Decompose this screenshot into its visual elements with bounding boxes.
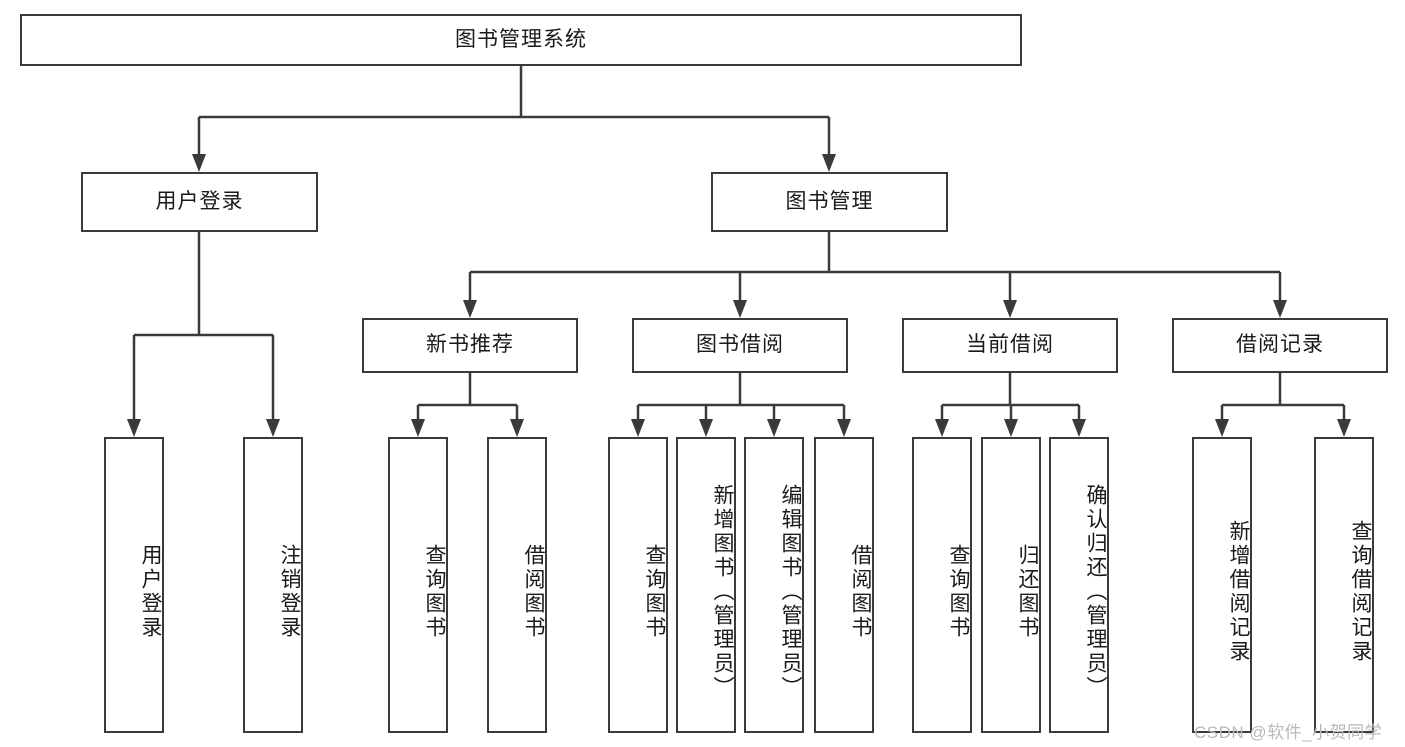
edge-arrow-2-0	[463, 300, 477, 318]
node-leaf-3[interactable]: 借阅图书	[487, 437, 547, 733]
edge-arrow-5-2	[1072, 419, 1086, 437]
edge-arrow-1-0	[127, 419, 141, 437]
edge-arrow-1-1	[266, 419, 280, 437]
edge-arrow-4-0	[631, 419, 645, 437]
node-label: 新增图书（管理员）	[711, 484, 734, 700]
node-label: 查询图书	[423, 544, 446, 640]
node-label: 编辑图书（管理员）	[779, 484, 802, 700]
node-level3-1[interactable]: 图书借阅	[632, 318, 848, 373]
node-level2-1[interactable]: 图书管理	[711, 172, 948, 232]
node-label: 新书推荐	[426, 333, 514, 357]
node-leaf-10[interactable]: 确认归还（管理员）	[1049, 437, 1109, 733]
edge-arrow-2-1	[733, 300, 747, 318]
node-label: 借阅图书	[522, 544, 545, 640]
node-label: 查询图书	[947, 544, 970, 640]
edge-arrow-2-3	[1273, 300, 1287, 318]
node-leaf-12[interactable]: 查询借阅记录	[1314, 437, 1374, 733]
node-leaf-11[interactable]: 新增借阅记录	[1192, 437, 1252, 733]
node-level3-3[interactable]: 借阅记录	[1172, 318, 1388, 373]
node-root[interactable]: 图书管理系统	[20, 14, 1022, 66]
node-label: 确认归还（管理员）	[1084, 484, 1107, 700]
edge-arrow-4-1	[699, 419, 713, 437]
edge-arrow-4-3	[837, 419, 851, 437]
node-leaf-6[interactable]: 编辑图书（管理员）	[744, 437, 804, 733]
node-level2-0[interactable]: 用户登录	[81, 172, 318, 232]
node-level3-0[interactable]: 新书推荐	[362, 318, 578, 373]
node-label: 注销登录	[278, 544, 301, 640]
node-leaf-0[interactable]: 用户登录	[104, 437, 164, 733]
edge-arrow-5-1	[1004, 419, 1018, 437]
edge-arrow-2-2	[1003, 300, 1017, 318]
node-leaf-7[interactable]: 借阅图书	[814, 437, 874, 733]
node-label: 查询图书	[643, 544, 666, 640]
node-label: 图书借阅	[696, 333, 784, 357]
node-level3-2[interactable]: 当前借阅	[902, 318, 1118, 373]
node-label: 用户登录	[155, 189, 244, 213]
node-leaf-4[interactable]: 查询图书	[608, 437, 668, 733]
edge-arrow-5-0	[935, 419, 949, 437]
node-label: 借阅图书	[849, 544, 872, 640]
node-label: 用户登录	[139, 544, 162, 640]
node-leaf-2[interactable]: 查询图书	[388, 437, 448, 733]
edge-arrow-3-0	[411, 419, 425, 437]
node-label: 新增借阅记录	[1227, 520, 1250, 664]
edge-arrow-0-0	[192, 154, 206, 172]
node-label: 图书管理系统	[455, 27, 587, 51]
edge-arrow-6-0	[1215, 419, 1229, 437]
edge-arrow-4-2	[767, 419, 781, 437]
node-leaf-8[interactable]: 查询图书	[912, 437, 972, 733]
watermark-text: CSDN @软件_小贺同学	[1194, 723, 1383, 742]
node-leaf-5[interactable]: 新增图书（管理员）	[676, 437, 736, 733]
edge-arrow-6-1	[1337, 419, 1351, 437]
node-leaf-1[interactable]: 注销登录	[243, 437, 303, 733]
node-label: 当前借阅	[966, 333, 1054, 357]
node-label: 借阅记录	[1236, 333, 1324, 357]
node-label: 查询借阅记录	[1349, 520, 1372, 664]
node-label: 归还图书	[1016, 544, 1039, 640]
edge-arrow-0-1	[822, 154, 836, 172]
node-leaf-9[interactable]: 归还图书	[981, 437, 1041, 733]
node-label: 图书管理	[785, 189, 874, 213]
edge-arrow-3-1	[510, 419, 524, 437]
